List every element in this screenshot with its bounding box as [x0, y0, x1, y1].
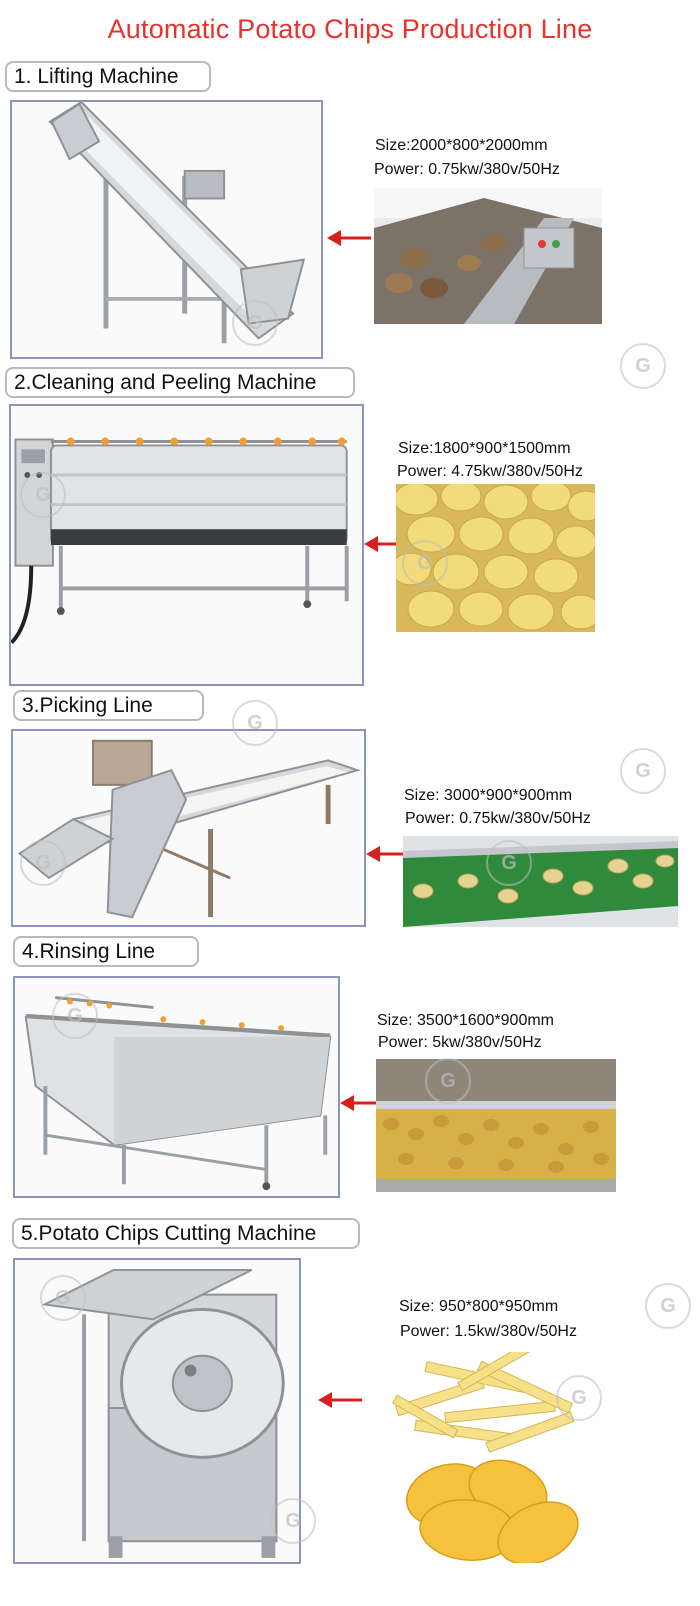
section-4-power: Power: 5kw/380v/50Hz: [378, 1034, 542, 1051]
section-2-power: Power: 4.75kw/380v/50Hz: [397, 463, 583, 480]
rinsing-line-photo: [376, 1059, 616, 1192]
picking-line-photo: [403, 836, 678, 927]
peeled-potatoes-photo: [396, 484, 595, 632]
picking-line-drawing: [14, 731, 363, 925]
section-2-size: Size:1800*900*1500mm: [398, 440, 571, 457]
page-title: Automatic Potato Chips Production Line: [107, 14, 593, 44]
cleaning-peeling-machine-image: [9, 404, 364, 686]
section-2-label: 2.Cleaning and Peeling Machine: [5, 367, 355, 398]
picking-line-image: [11, 729, 366, 927]
gelgoog-logo-icon: G: [620, 343, 666, 389]
lifting-machine-photo: [374, 188, 602, 324]
section-4-size: Size: 3500*1600*900mm: [377, 1012, 555, 1029]
lifting-machine-drawing: [12, 102, 321, 357]
gelgoog-logo-icon: G: [645, 1283, 691, 1329]
cleaning-peeling-machine-drawing: [11, 406, 362, 684]
potato-chips-photo: [398, 1455, 588, 1563]
potato-fries-photo: [385, 1352, 590, 1462]
arrow-left-icon: [318, 1391, 364, 1409]
cutting-machine-drawing: [15, 1260, 299, 1562]
section-5-power: Power: 1.5kw/380v/50Hz: [400, 1323, 577, 1340]
rinsing-line-image: [13, 976, 340, 1198]
section-3-power: Power: 0.75kw/380v/50Hz: [405, 810, 591, 827]
section-5-size: Size: 950*800*950mm: [399, 1298, 559, 1315]
section-3-label: 3.Picking Line: [13, 690, 204, 721]
rinsing-line-drawing: [15, 978, 338, 1196]
lifting-machine-image: [10, 100, 323, 359]
section-5-label: 5.Potato Chips Cutting Machine: [12, 1218, 360, 1249]
gelgoog-logo-icon: G: [620, 748, 666, 794]
arrow-left-icon: [327, 229, 373, 247]
section-4-label: 4.Rinsing Line: [13, 936, 199, 967]
cutting-machine-image: [13, 1258, 301, 1564]
section-1-size: Size:2000*800*2000mm: [375, 137, 548, 154]
section-1-label: 1. Lifting Machine: [5, 61, 211, 92]
section-1-power: Power: 0.75kw/380v/50Hz: [374, 161, 560, 178]
section-3-size: Size: 3000*900*900mm: [404, 787, 573, 804]
